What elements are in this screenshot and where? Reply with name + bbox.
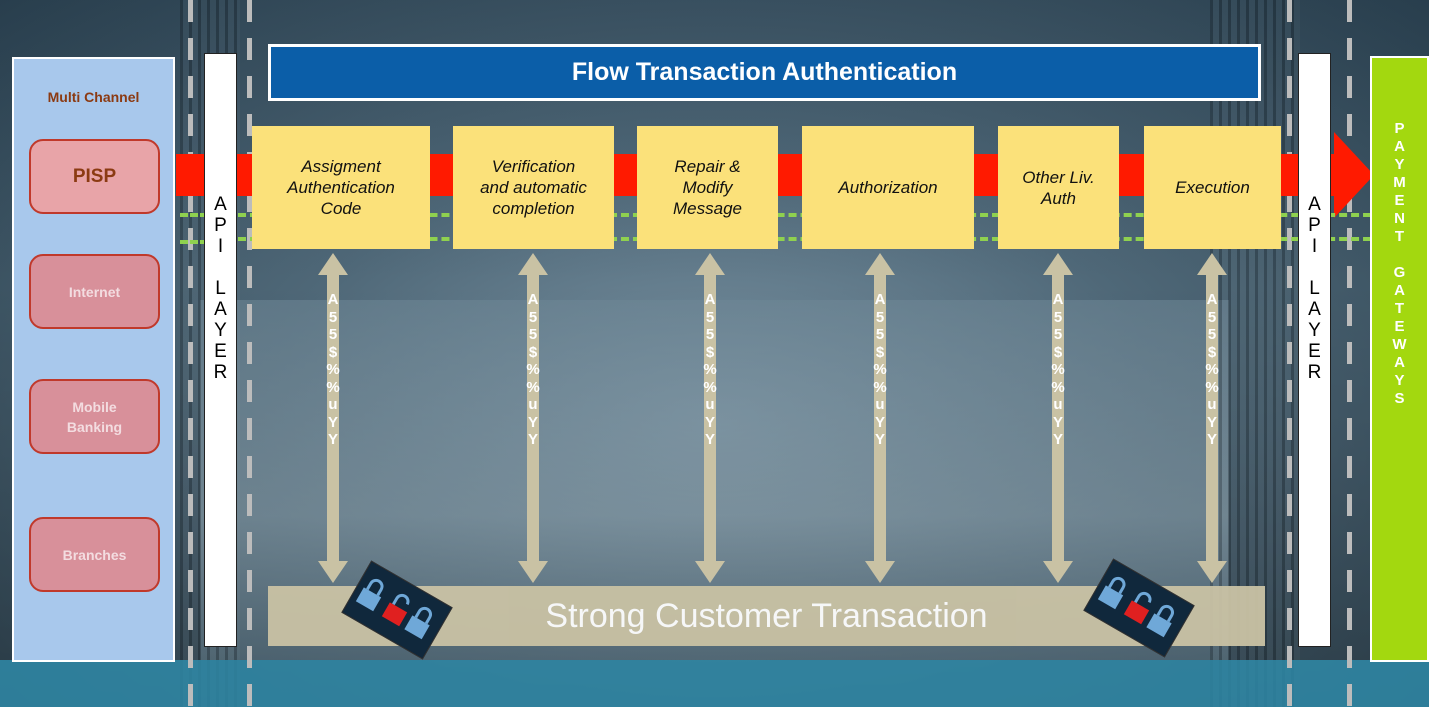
- api-layer-letter: I: [1311, 236, 1318, 257]
- gateway-letter: T: [1394, 228, 1405, 245]
- api-layer-letter: E: [1308, 341, 1321, 362]
- gateway-letter: W: [1392, 336, 1407, 353]
- step-label: Assigment Authentication Code: [287, 157, 395, 218]
- double-arrow-icon: [1197, 253, 1227, 583]
- payment-gateways-panel: P A Y M E N T G A T E W A Y S: [1370, 56, 1429, 662]
- api-layer-letter: R: [1307, 362, 1322, 383]
- channel-pisp[interactable]: PISP: [29, 139, 160, 214]
- dashed-guide: [1287, 0, 1292, 707]
- gateway-letter: A: [1394, 282, 1405, 299]
- step-authorization[interactable]: Authorization: [802, 126, 974, 249]
- api-layer-letter: Y: [1308, 320, 1321, 341]
- gateway-letter: Y: [1394, 372, 1405, 389]
- gateway-letter: G: [1393, 264, 1406, 281]
- padlock-image-left: [341, 560, 453, 660]
- green-dashed-path: [180, 213, 208, 217]
- padlock-image-right: [1083, 558, 1195, 658]
- api-layer-letter: I: [217, 236, 224, 257]
- gateway-letter: E: [1394, 318, 1405, 335]
- api-layer-letter: A: [214, 194, 227, 215]
- dashed-guide: [188, 0, 193, 707]
- bottom-band: [0, 660, 1429, 707]
- padlock-icon: [1084, 559, 1194, 657]
- step-repair-modify[interactable]: Repair & Modify Message: [637, 126, 778, 249]
- channel-internet[interactable]: Internet: [29, 254, 160, 329]
- gateway-letter: A: [1394, 138, 1405, 155]
- gateway-letter: T: [1394, 300, 1405, 317]
- step-label: Other Liv. Auth: [1022, 167, 1095, 208]
- flow-arrow-head: [1334, 132, 1374, 218]
- channel-mobile-banking[interactable]: Mobile Banking: [29, 379, 160, 454]
- step-assignment-auth-code[interactable]: Assigment Authentication Code: [252, 126, 430, 249]
- api-layer-letter: E: [214, 341, 227, 362]
- api-layer-letter: A: [214, 299, 227, 320]
- double-arrow-icon: [695, 253, 725, 583]
- api-layer-letter: L: [215, 278, 226, 299]
- double-arrow-icon: [518, 253, 548, 583]
- gateway-letter: E: [1394, 192, 1405, 209]
- api-layer-letter: R: [213, 362, 228, 383]
- padlock-icon: [342, 561, 452, 659]
- api-layer-letter: L: [1309, 278, 1320, 299]
- multi-channel-panel: Multi Channel PISP Internet Mobile Banki…: [12, 57, 175, 662]
- api-layer-letter: P: [214, 215, 227, 236]
- dashed-guide: [247, 0, 252, 707]
- multi-channel-title: Multi Channel: [47, 89, 140, 105]
- api-layer-right: A P I L A Y E R: [1298, 53, 1331, 647]
- gateway-letter: A: [1394, 354, 1405, 371]
- api-layer-letter: Y: [214, 320, 227, 341]
- double-arrow-icon: [318, 253, 348, 583]
- green-dashed-path: [180, 240, 208, 244]
- gateway-letter: M: [1393, 174, 1406, 191]
- channel-branches[interactable]: Branches: [29, 517, 160, 592]
- api-layer-letter: P: [1308, 215, 1321, 236]
- api-layer-left: A P I L A Y E R: [204, 53, 237, 647]
- double-arrow-icon: [1043, 253, 1073, 583]
- dashed-guide: [1347, 0, 1352, 707]
- gateway-letter: S: [1394, 390, 1405, 407]
- step-label: Repair & Modify Message: [673, 157, 742, 218]
- api-layer-letter: A: [1308, 194, 1321, 215]
- step-label: Verification and automatic completion: [480, 157, 587, 218]
- gateway-letter: N: [1394, 210, 1405, 227]
- gateway-letter: P: [1394, 120, 1405, 137]
- gateway-letter: Y: [1394, 156, 1405, 173]
- flow-title: Flow Transaction Authentication: [268, 44, 1261, 101]
- double-arrow-icon: [865, 253, 895, 583]
- step-other-liv-auth[interactable]: Other Liv. Auth: [998, 126, 1119, 249]
- step-verification[interactable]: Verification and automatic completion: [453, 126, 614, 249]
- api-layer-letter: A: [1308, 299, 1321, 320]
- channel-mobile-banking-label: Mobile Banking: [66, 398, 123, 435]
- step-execution[interactable]: Execution: [1144, 126, 1281, 249]
